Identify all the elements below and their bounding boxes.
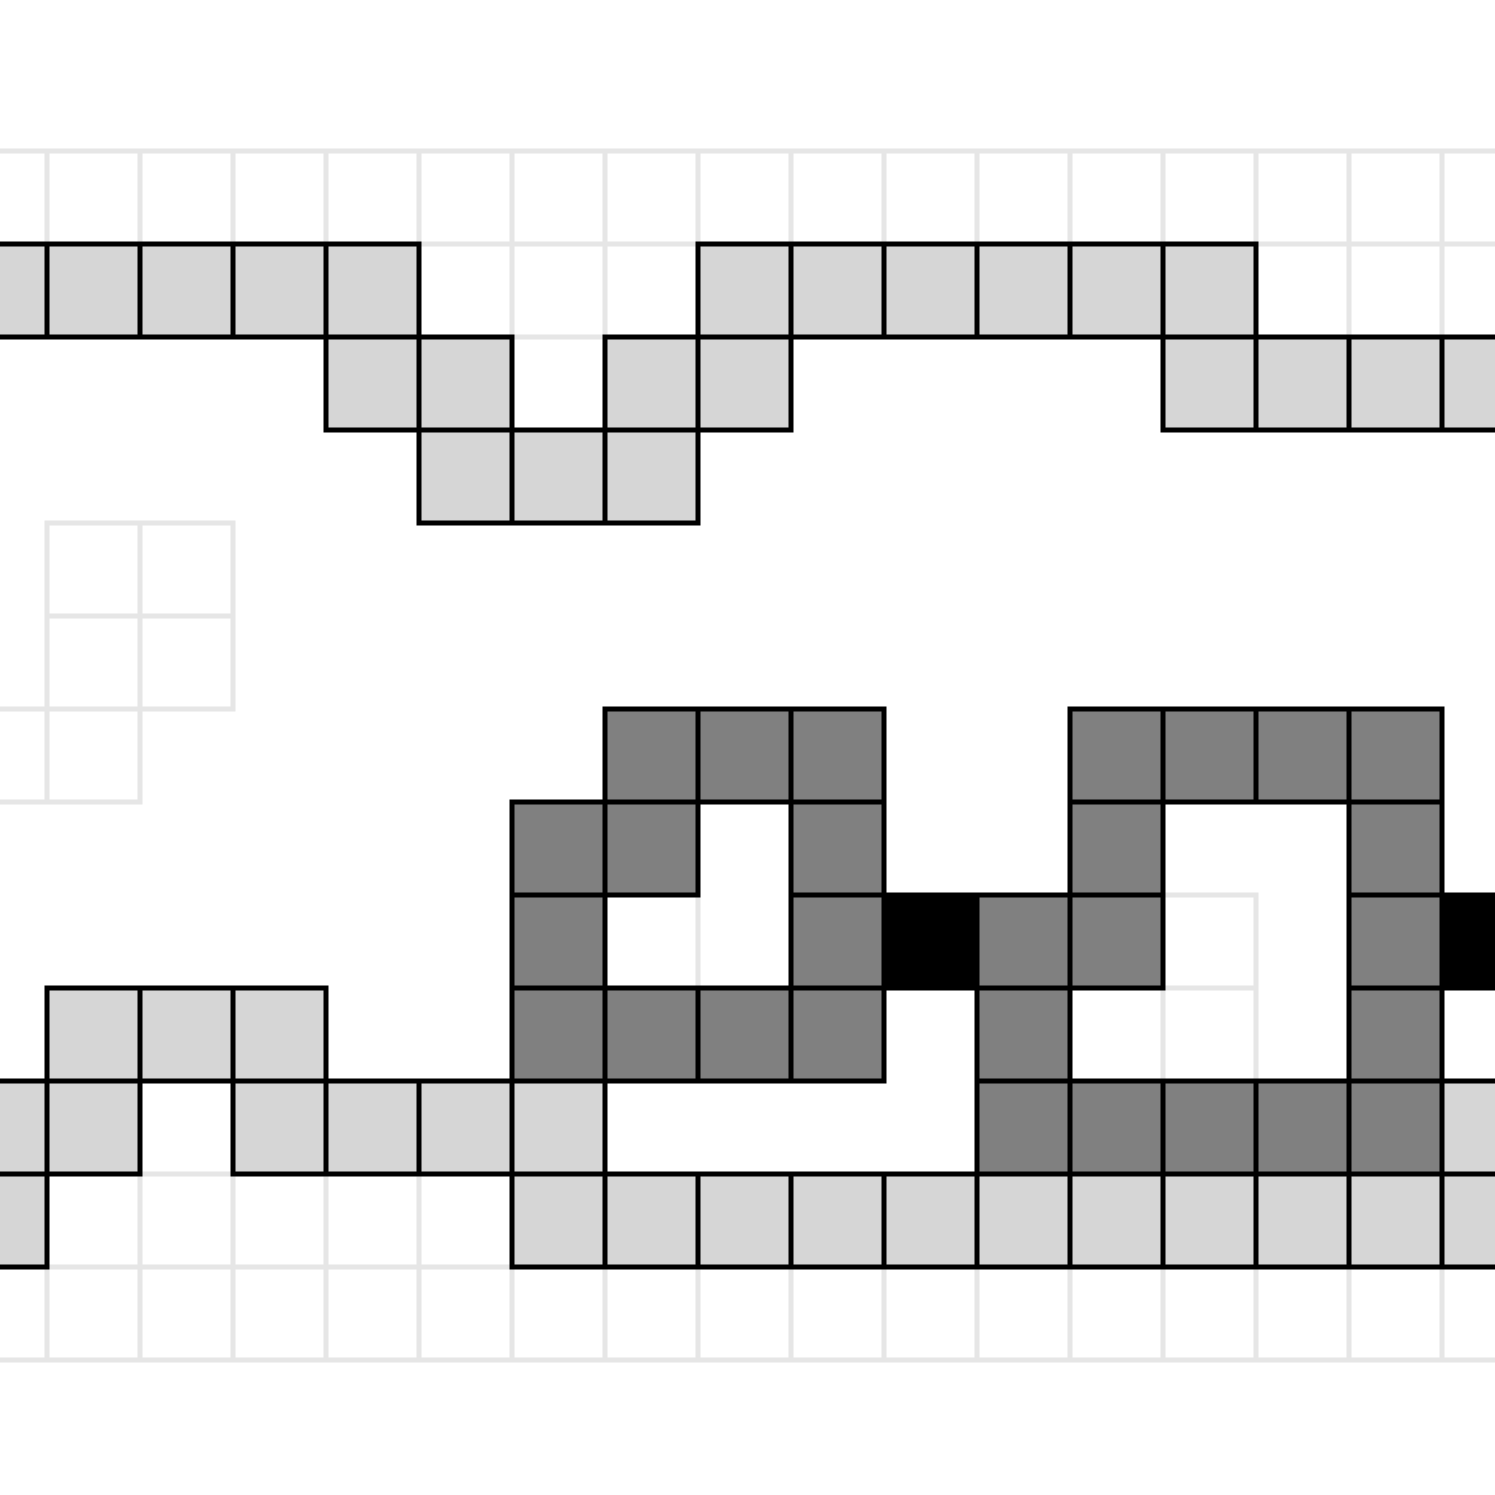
dark-gray-cell [1346,1078,1445,1177]
light-gray-cell [1439,1078,1495,1177]
light-gray-cell [323,334,422,433]
light-gray-cell [1160,241,1259,340]
faint-grid-cell [44,706,143,805]
dark-gray-cell [1160,706,1259,805]
dark-gray-cell [974,1078,1073,1177]
light-gray-cell [881,241,980,340]
dark-gray-cell [1067,706,1166,805]
dark-gray-cell [974,892,1073,991]
dark-gray-cell [1253,706,1352,805]
dark-gray-cell [1067,1078,1166,1177]
light-gray-cell [1253,1171,1352,1270]
light-gray-cell [416,334,515,433]
dark-gray-cell [602,985,701,1084]
light-gray-cell [137,985,236,1084]
dark-gray-cell [1253,1078,1352,1177]
black-cell [1439,892,1495,991]
light-gray-cell [137,241,236,340]
light-gray-cell [509,1171,608,1270]
dark-gray-cell [1346,799,1445,898]
light-gray-cell [323,241,422,340]
light-gray-cell [974,1171,1073,1270]
dark-gray-cell [788,706,887,805]
dark-gray-cell [602,799,701,898]
dark-gray-cell [509,892,608,991]
dark-gray-cell [602,706,701,805]
dark-gray-cell [1160,1078,1259,1177]
light-gray-cell [230,1078,329,1177]
light-gray-cell [509,427,608,526]
dark-gray-cell [788,985,887,1084]
light-gray-cell [1346,334,1445,433]
light-gray-cell [602,1171,701,1270]
dark-gray-cell [1346,892,1445,991]
dark-gray-cell [974,985,1073,1084]
light-gray-cell [695,241,794,340]
dark-gray-cell [1067,799,1166,898]
faint-grid-cell [137,613,236,712]
light-gray-cell [881,1171,980,1270]
black-cell [881,892,980,991]
light-gray-cell [1160,334,1259,433]
light-gray-cell [323,1078,422,1177]
light-gray-cell [44,1078,143,1177]
light-gray-cell [416,1078,515,1177]
dark-gray-cell [788,799,887,898]
dark-gray-cell [695,985,794,1084]
light-gray-cell [44,241,143,340]
light-gray-cell [1346,1171,1445,1270]
light-gray-cell [0,1171,50,1270]
dark-gray-cell [695,706,794,805]
light-gray-cell [602,427,701,526]
light-gray-cell [0,1078,50,1177]
dark-gray-cell [1346,706,1445,805]
light-gray-cell [1439,334,1495,433]
light-gray-cell [695,334,794,433]
dark-gray-cell [509,799,608,898]
light-gray-cell [695,1171,794,1270]
light-gray-cell [44,985,143,1084]
light-gray-cell [230,985,329,1084]
dark-gray-cell [509,985,608,1084]
light-gray-cell [1067,241,1166,340]
light-gray-cell [602,334,701,433]
light-gray-cell [1439,1171,1495,1270]
light-gray-cell [1253,334,1352,433]
light-gray-cell [509,1078,608,1177]
light-gray-cell [1067,1171,1166,1270]
light-gray-cell [974,241,1073,340]
light-gray-cell [230,241,329,340]
filled-cell-layer [0,241,1495,1270]
dark-gray-cell [1346,985,1445,1084]
dark-gray-cell [788,892,887,991]
light-gray-cell [788,241,887,340]
light-gray-cell [416,427,515,526]
dark-gray-cell [1067,892,1166,991]
light-gray-cell [0,241,50,340]
light-gray-cell [788,1171,887,1270]
light-gray-cell [1160,1171,1259,1270]
